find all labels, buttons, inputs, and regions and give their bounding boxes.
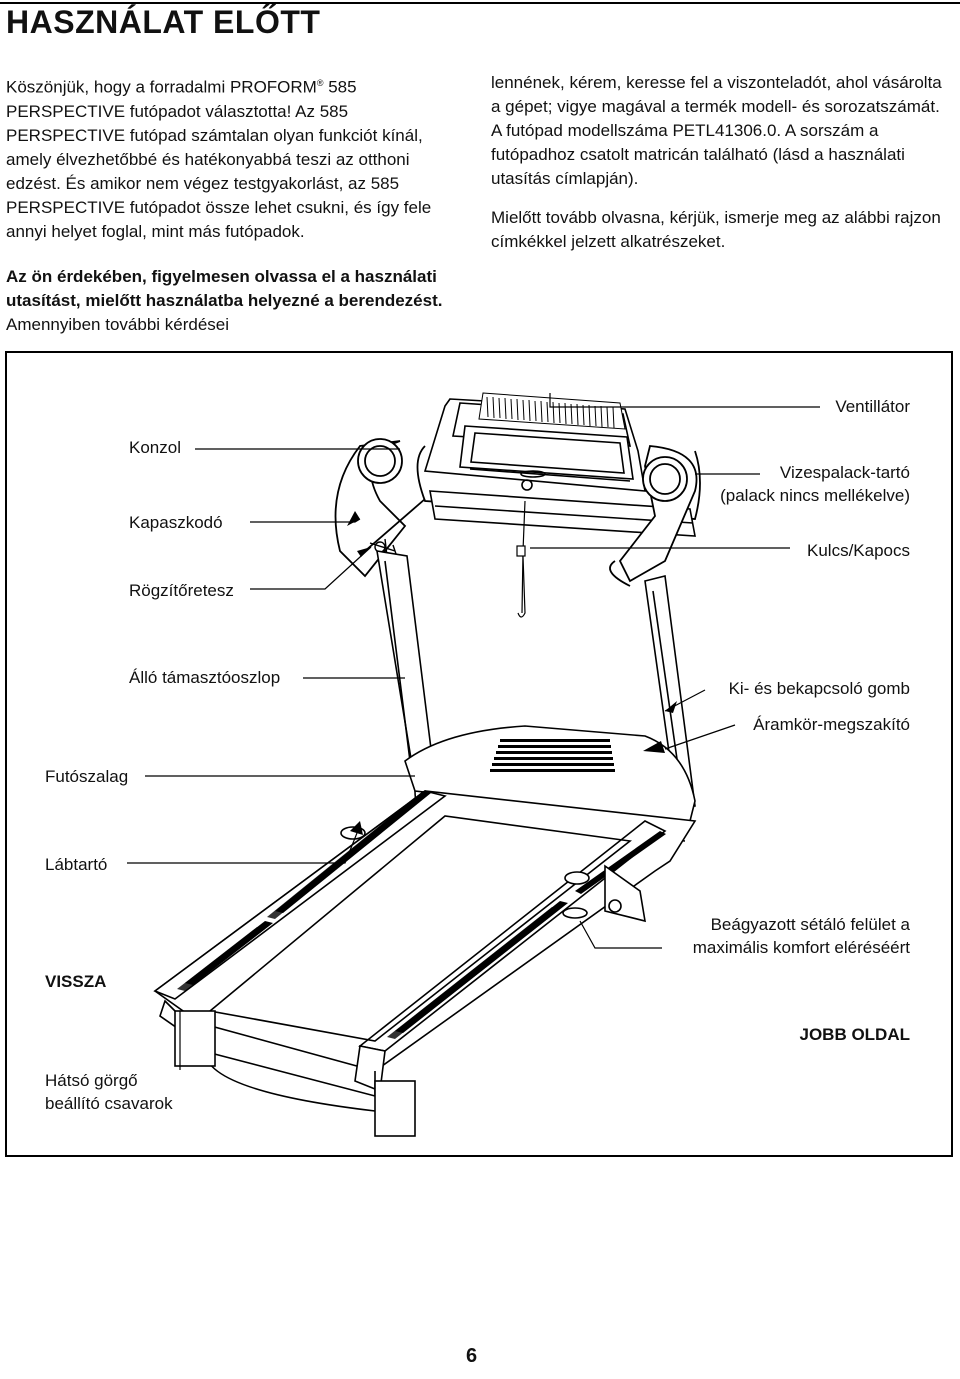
label-hatso-gorgo-1: Hátsó görgő: [45, 1071, 138, 1090]
intro-p1-start: Köszönjük, hogy a forradalmi PROFORM: [6, 77, 317, 97]
diagram-frame: [5, 351, 953, 1157]
label-ventillator: Ventillátor: [835, 397, 910, 416]
intro-p2-rest: Amennyiben további kérdései: [6, 314, 230, 334]
intro-left-column: Köszönjük, hogy a forradalmi PROFORM® 58…: [6, 71, 454, 352]
label-kulcs-kapocs: Kulcs/Kapocs: [807, 541, 910, 560]
hood-vent-dots: [490, 739, 615, 772]
arrow-heads: [347, 511, 677, 835]
key-clip-drawing: [516, 500, 526, 618]
label-vizespalack-1: Vizespalack-tartó: [779, 463, 910, 482]
label-beagyazott-1: Beágyazott sétáló felület a: [710, 915, 910, 934]
intro-paragraph-3: lennének, kérem, keresse fel a viszontel…: [491, 73, 942, 188]
intro-paragraph-4: Mielőtt tovább olvasna, kérjük, ismerje …: [491, 208, 941, 251]
top-rule: [0, 2, 960, 4]
intro-paragraph-1: Köszönjük, hogy a forradalmi PROFORM® 58…: [6, 71, 454, 244]
fan-grille: [478, 392, 626, 430]
label-futoszalag: Futószalag: [45, 767, 129, 786]
label-konzol: Konzol: [129, 438, 181, 457]
label-hatso-gorgo-2: beállító csavarok: [45, 1094, 173, 1113]
label-aramkor-megszakito: Áramkör-megszakító: [753, 715, 910, 734]
label-allo-tamasztooszlop: Álló támasztóoszlop: [129, 668, 281, 687]
left-footrail-slots: [177, 791, 431, 991]
right-handrail: [609, 445, 698, 587]
treadmill-diagram: [127, 392, 820, 1137]
label-vizespalack-2: (palack nincs mellékelve): [720, 486, 910, 505]
console-drawing: [416, 392, 701, 537]
label-vissza: VISSZA: [45, 972, 107, 991]
intro-paragraph-2: Az ön érdekében, figyelmesen olvassa el …: [6, 265, 454, 337]
right-footrail-slots: [387, 831, 666, 1039]
page-title: HASZNÁLAT ELŐTT: [6, 4, 321, 40]
warning-bold-text: Az ön érdekében, figyelmesen olvassa el …: [6, 266, 443, 310]
label-rogzitoretesz: Rögzítőretesz: [129, 581, 234, 600]
page-number: 6: [466, 1345, 478, 1367]
label-beagyazott-2: maximális komfort eléréséért: [692, 938, 910, 957]
label-labtarto: Lábtartó: [45, 855, 108, 874]
intro-right-column: lennének, kérem, keresse fel a viszontel…: [491, 71, 951, 269]
registered-mark: ®: [316, 78, 324, 88]
leader-lines: [127, 393, 820, 1070]
label-jobb-oldal: JOBB OLDAL: [799, 1025, 911, 1044]
deck-drawing: [153, 725, 697, 1137]
intro-p1-end: 585 PERSPECTIVE futópadot választotta! A…: [6, 77, 432, 241]
label-ki-bekapcsolo: Ki- és bekapcsoló gomb: [728, 679, 910, 698]
label-kapaszkodo: Kapaszkodó: [129, 513, 223, 532]
